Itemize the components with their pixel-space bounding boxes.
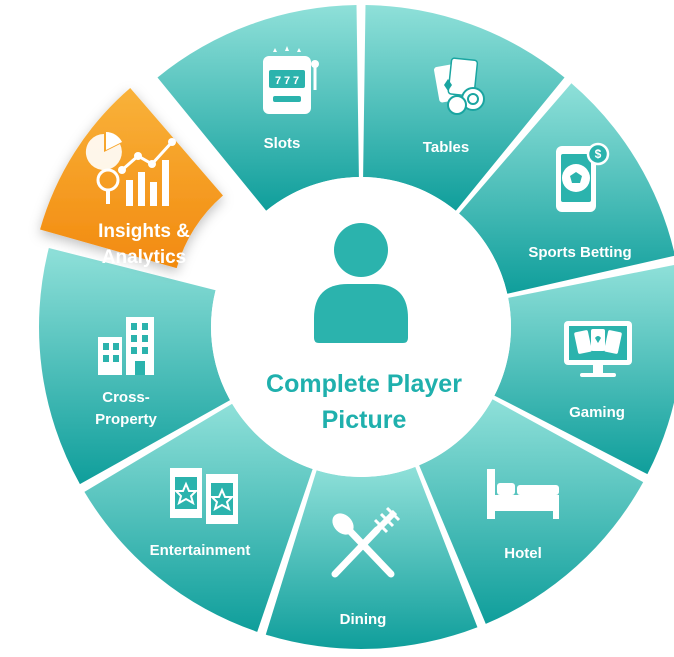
svg-text:7: 7	[284, 75, 290, 87]
tickets-icon	[170, 468, 238, 524]
segment-shape-gaming	[494, 265, 674, 475]
segment-label-entertainment: Entertainment	[150, 542, 251, 559]
segment-label-dining: Dining	[340, 611, 387, 628]
segment-shape-insights-analytics	[40, 87, 223, 269]
segment-label-gaming: Gaming	[569, 404, 625, 421]
segment-label-tables: Tables	[423, 139, 469, 156]
segment-label-hotel: Hotel	[504, 545, 542, 562]
segment-hotel: Hotel	[419, 399, 644, 624]
svg-text:7: 7	[293, 75, 299, 87]
segment-label-sports-betting: Sports Betting	[528, 244, 631, 261]
segment-tables: Tables	[363, 5, 565, 211]
svg-text:7: 7	[275, 75, 281, 87]
segment-label-cross-property: Cross-Property	[95, 389, 157, 428]
segment-shape-slots	[157, 5, 359, 211]
cards-chips-icon	[434, 57, 485, 115]
slot-machine-icon: 7 7 7	[263, 46, 319, 114]
center-hub: Complete Player Picture	[211, 177, 511, 477]
segment-gaming: Gaming	[494, 265, 674, 475]
segment-cross-property: Cross-Property	[38, 248, 231, 485]
phone-soccer-ball-icon: $	[556, 142, 610, 212]
person-icon	[314, 223, 408, 343]
analytics-chart-icon	[85, 132, 176, 206]
center-title-line2: Picture	[322, 406, 407, 434]
svg-text:$: $	[595, 147, 602, 161]
center-title-line1: Complete Player	[266, 370, 462, 398]
segment-label-insights-analytics: Insights &Analytics	[98, 221, 190, 268]
segment-dining: Dining	[265, 466, 478, 650]
bed-icon	[487, 469, 559, 519]
segment-shape-hotel	[419, 399, 644, 624]
segment-sports-betting: $ Sports Betting	[459, 83, 674, 294]
segment-entertainment: Entertainment	[84, 403, 313, 632]
monitor-cards-icon	[564, 321, 632, 377]
spoon-fork-icon	[331, 506, 401, 578]
segment-slots: 7 7 7 Slots	[157, 5, 359, 211]
segments-layer: 7 7 7 Slots Tables $Sport	[38, 5, 674, 650]
segment-insights-analytics: Insights &Analytics	[40, 87, 223, 269]
buildings-icon	[98, 317, 154, 375]
segment-label-slots: Slots	[264, 135, 301, 152]
